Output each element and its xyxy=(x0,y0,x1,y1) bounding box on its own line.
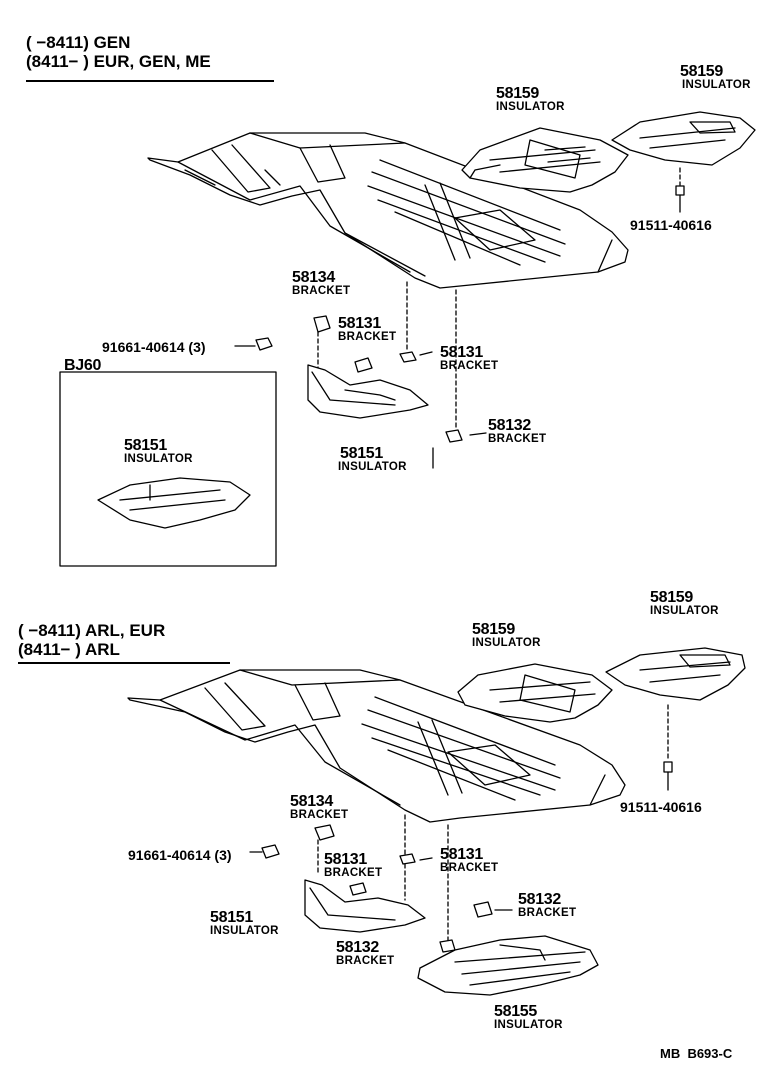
callout-58159-right-top-name: INSULATOR xyxy=(682,79,751,91)
callout-58132-bottom-a-part: 58132 xyxy=(518,891,561,908)
callout-58131-bottom-b-part: 58131 xyxy=(440,846,483,863)
bracket-58132-top xyxy=(445,429,463,443)
callout-58151-bottom-name: INSULATOR xyxy=(210,925,279,937)
callout-58159-center-bottom-name: INSULATOR xyxy=(472,637,541,649)
bracket-58131-bottom-a xyxy=(349,882,367,896)
callout-58132-top-part: 58132 xyxy=(488,417,531,434)
callout-58131-top-a-part: 58131 xyxy=(338,315,381,332)
callout-91511-40616-top: 91511-40616 xyxy=(630,217,712,233)
bolt-91511-40616-bottom xyxy=(663,704,673,791)
bracket-58134-top xyxy=(313,315,331,333)
callout-91661-40614-top: 91661-40614 (3) xyxy=(102,339,206,355)
inset-title-bj60: BJ60 xyxy=(64,357,102,374)
insulator-58155-bottom xyxy=(417,935,599,996)
callout-58151-inset-name: INSULATOR xyxy=(124,453,193,465)
callout-58155-bottom-name: INSULATOR xyxy=(494,1019,563,1031)
bolt-91661-40614-bottom xyxy=(261,844,280,859)
floor-pan-top xyxy=(147,132,629,289)
heading-underline-top xyxy=(26,80,274,82)
bracket-58134-bottom xyxy=(314,824,335,841)
bolt-91661-40614-top xyxy=(255,337,273,351)
heading-line-2-top: (8411− ) EUR, GEN, ME xyxy=(26,52,211,71)
callout-58132-bottom-b-name: BRACKET xyxy=(336,955,395,967)
callout-91661-40614-bottom: 91661-40614 (3) xyxy=(128,847,232,863)
callout-91511-40616-bottom: 91511-40616 xyxy=(620,799,702,815)
bracket-58131-bottom-b xyxy=(399,853,416,865)
callout-58132-bottom-a-name: BRACKET xyxy=(518,907,577,919)
callout-58159-center-bottom-part: 58159 xyxy=(472,621,515,638)
callout-58159-right-top-part: 58159 xyxy=(680,63,723,80)
callout-58131-bottom-b-name: BRACKET xyxy=(440,862,499,874)
bracket-58131-top-a xyxy=(354,357,373,373)
bracket-58131-top-b xyxy=(399,351,417,363)
insulator-58159-right-bottom xyxy=(605,647,746,701)
bracket-58132-bottom-a xyxy=(473,901,493,918)
callout-58131-top-b-part: 58131 xyxy=(440,344,483,361)
callout-58131-top-b-name: BRACKET xyxy=(440,360,499,372)
heading-line-1-top: ( −8411) GEN xyxy=(26,33,131,52)
callout-58134-bottom-name: BRACKET xyxy=(290,809,349,821)
floor-pan-bottom xyxy=(127,669,626,823)
insulator-58159-center-top xyxy=(461,127,629,193)
callout-58159-right-bottom-name: INSULATOR xyxy=(650,605,719,617)
insulator-58151-bottom xyxy=(304,879,426,933)
callout-58131-top-a-name: BRACKET xyxy=(338,331,397,343)
callout-58151-top-part: 58151 xyxy=(340,445,383,462)
insulator-58151-inset xyxy=(97,477,251,529)
bolt-91511-40616-top xyxy=(675,167,685,213)
inset-box-bj60 xyxy=(59,371,277,567)
insulator-58159-center-bottom xyxy=(457,663,613,723)
callout-58151-top-name: INSULATOR xyxy=(338,461,407,473)
heading-line-1-bottom: ( −8411) ARL, EUR xyxy=(18,621,166,640)
insulator-58151-top xyxy=(307,364,429,419)
insulator-58159-right-top xyxy=(611,111,756,166)
callout-58159-center-top-part: 58159 xyxy=(496,85,539,102)
callout-58151-inset-part: 58151 xyxy=(124,437,167,454)
callout-58132-bottom-b-part: 58132 xyxy=(336,939,379,956)
callout-58134-top-name: BRACKET xyxy=(292,285,351,297)
heading-underline-bottom xyxy=(18,662,230,664)
callout-58131-bottom-a-name: BRACKET xyxy=(324,867,383,879)
callout-58159-center-top-name: INSULATOR xyxy=(496,101,565,113)
reference-code: MB B693-C xyxy=(660,1046,733,1061)
callout-58155-bottom-part: 58155 xyxy=(494,1003,537,1020)
callout-58151-bottom-part: 58151 xyxy=(210,909,253,926)
heading-line-2-bottom: (8411− ) ARL xyxy=(18,640,120,659)
callout-58159-right-bottom-part: 58159 xyxy=(650,589,693,606)
callout-58132-top-name: BRACKET xyxy=(488,433,547,445)
callout-58134-top-part: 58134 xyxy=(292,269,335,286)
callout-58131-bottom-a-part: 58131 xyxy=(324,851,367,868)
bracket-58132-bottom-b xyxy=(439,939,456,953)
callout-58134-bottom-part: 58134 xyxy=(290,793,333,810)
